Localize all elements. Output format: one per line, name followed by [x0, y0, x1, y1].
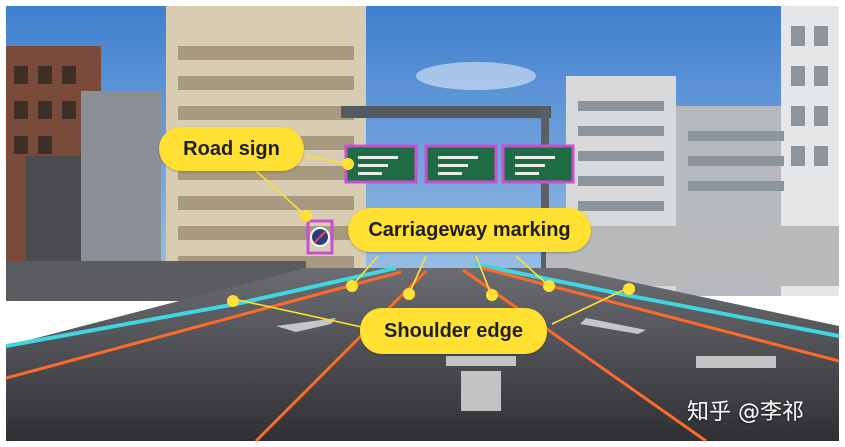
callout-dot: [403, 288, 415, 300]
callout-dot: [623, 283, 635, 295]
watermark: 知乎 @李祁: [687, 400, 804, 425]
lane-line-2: [254, 269, 428, 441]
shoulder-edge-right: [473, 262, 839, 338]
callout-dot: [227, 295, 239, 307]
sign-gantry-top: [341, 106, 551, 118]
shoulder-edge-callout: Shoulder edge: [360, 308, 547, 354]
overhead-signs: [344, 144, 575, 184]
road-surface: [6, 268, 839, 441]
road-sign-label: Road sign: [183, 137, 280, 160]
lane-line-4: [481, 266, 839, 363]
callout-dot: [486, 289, 498, 301]
callout-dot: [543, 280, 555, 292]
lane-line-3: [462, 268, 707, 441]
building-left-grey: [81, 91, 161, 291]
road-arrows: [276, 318, 776, 411]
callout-dot: [342, 158, 354, 170]
overhead-sign-1: [344, 144, 418, 184]
cloud: [416, 62, 536, 90]
building-left-windows: [14, 66, 76, 154]
lane-line-1: [6, 270, 402, 380]
carriageway-marking-callout: Carriageway marking: [348, 208, 591, 252]
road-sign-callout: Road sign: [159, 127, 304, 171]
carriageway-marking-label: Carriageway marking: [368, 218, 571, 241]
street-scene: [6, 6, 839, 441]
sign-gantry-post: [541, 106, 549, 276]
tower-windows: [178, 46, 354, 270]
shoulder-edge-label: Shoulder edge: [384, 319, 523, 342]
callout-dot: [300, 210, 312, 222]
small-road-sign-box: [306, 219, 334, 255]
callout-dot: [346, 280, 358, 292]
callout-leaders: [237, 155, 629, 330]
scene-illustration: [6, 6, 839, 441]
building-right-windows: [578, 26, 828, 211]
callout-dots: [227, 158, 635, 307]
